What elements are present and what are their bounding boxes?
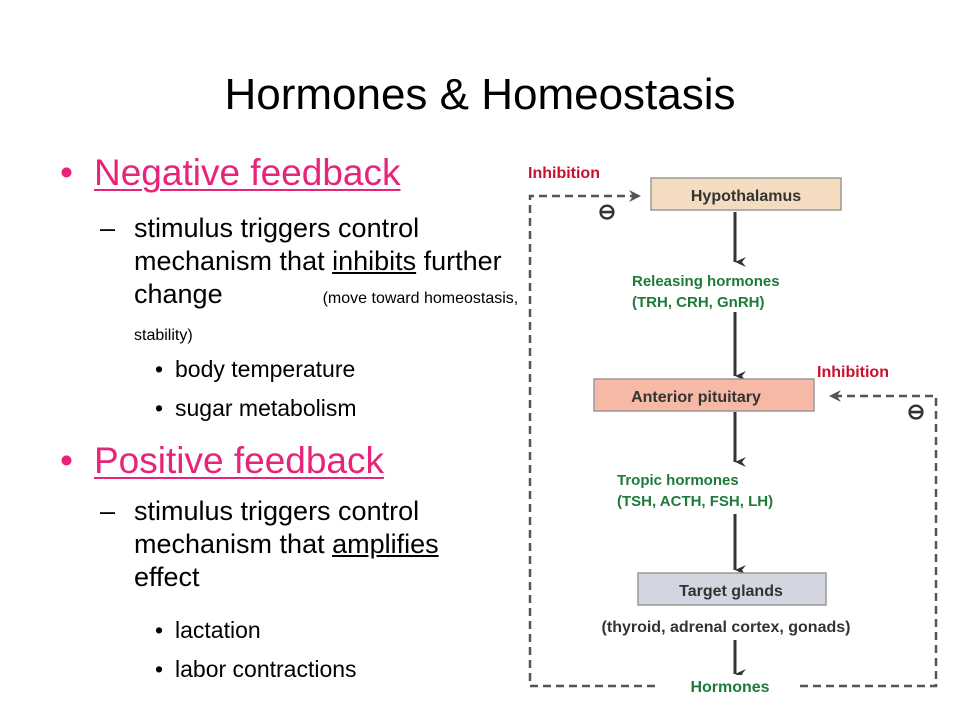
minus-circle-icon: ⊖	[598, 199, 616, 224]
positive-example-1: •lactation	[155, 617, 261, 643]
negative-desc-post: further change	[134, 246, 502, 309]
inhibition-right-label: Inhibition	[817, 364, 889, 381]
positive-feedback-label: Positive feedback	[94, 440, 385, 481]
tropic-hormones-list: (TSH, ACTH, FSH, LH)	[617, 493, 773, 510]
positive-feedback-heading: • Positive feedback	[60, 440, 384, 482]
positive-desc-pre: stimulus triggers control mechanism that	[134, 496, 420, 559]
positive-feedback-description: – stimulus triggers control mechanism th…	[100, 495, 480, 594]
inhibition-loop-right	[800, 390, 938, 688]
hypothalamus-label: Hypothalamus	[691, 188, 801, 205]
positive-desc-keyword: amplifies	[332, 529, 439, 559]
positive-desc-post: effect	[134, 562, 200, 592]
bullet-dot: •	[60, 440, 73, 481]
negative-feedback-label: Negative feedback	[94, 152, 401, 193]
dash-marker: –	[100, 496, 116, 526]
dash-marker: –	[100, 213, 116, 243]
tropic-hormones-label: Tropic hormones	[617, 472, 739, 489]
negative-example-1: •body temperature	[155, 356, 356, 382]
hormones-label: Hormones	[690, 679, 769, 696]
inhibition-loop-left	[528, 190, 655, 688]
anterior-pituitary-box	[593, 378, 815, 412]
negative-feedback-heading: • Negative feedback	[60, 152, 400, 194]
target-glands-examples: (thyroid, adrenal cortex, gonads)	[602, 619, 851, 636]
negative-desc-keyword: inhibits	[332, 246, 417, 276]
releasing-hormones-list: (TRH, CRH, GnRH)	[632, 294, 764, 311]
negative-example-2-label: sugar metabolism	[175, 395, 357, 421]
inhibition-top-label: Inhibition	[528, 165, 600, 182]
positive-example-2-label: labor contractions	[175, 656, 357, 682]
target-glands-box	[637, 572, 827, 606]
slide-title: Hormones & Homeostasis	[224, 70, 736, 119]
releasing-hormones-label: Releasing hormones	[632, 273, 780, 290]
positive-example-1-label: lactation	[175, 617, 261, 643]
negative-desc-pre: stimulus triggers control mechanism that	[134, 213, 420, 276]
positive-example-2: •labor contractions	[155, 656, 357, 682]
minus-circle-icon: ⊖	[907, 399, 925, 424]
bullet-dot: •	[60, 152, 73, 193]
negative-example-1-label: body temperature	[175, 356, 356, 382]
negative-desc-note: (move toward homeostasis, stability)	[134, 290, 519, 344]
anterior-pituitary-label: Anterior pituitary	[631, 389, 761, 406]
negative-example-2: •sugar metabolism	[155, 395, 357, 421]
hypothalamus-box	[650, 177, 842, 211]
negative-feedback-description: – stimulus triggers control mechanism th…	[100, 212, 520, 352]
target-glands-label: Target glands	[679, 583, 783, 600]
